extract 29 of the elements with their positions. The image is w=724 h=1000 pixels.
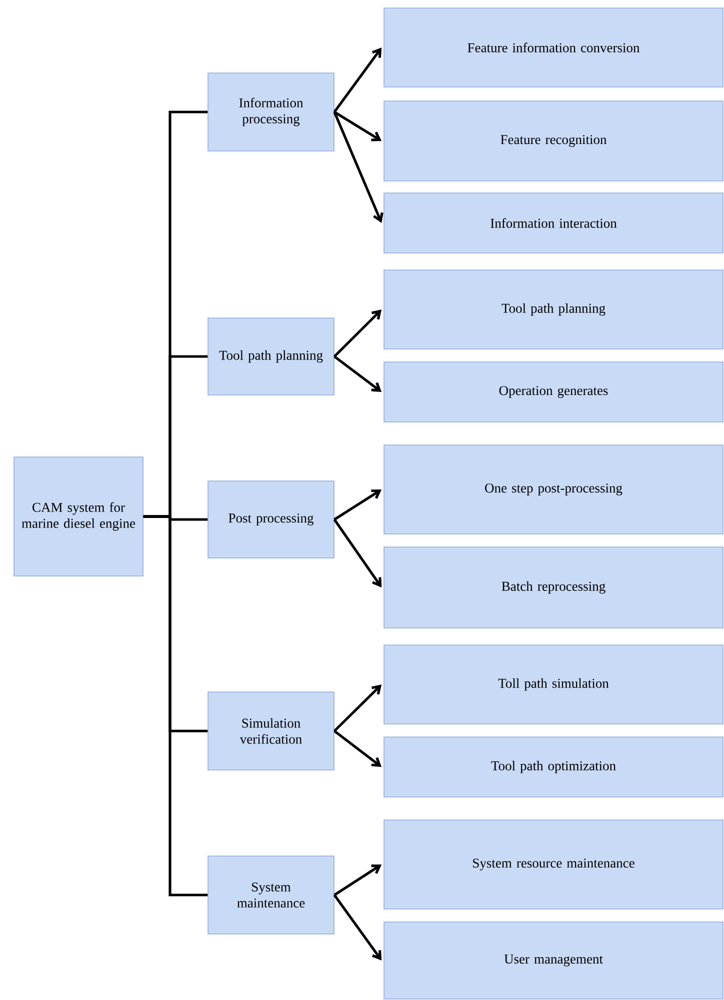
arrow — [333, 310, 382, 358]
category-box: System maintenance — [208, 856, 334, 934]
arrow — [334, 355, 382, 392]
function-box: Toll path simulation — [384, 644, 724, 724]
category-box: Post processing — [208, 480, 334, 558]
root-box: CAM system for marine diesel engine — [14, 456, 144, 576]
function-box: Operation generates — [384, 362, 724, 422]
function-box: Information interaction — [384, 192, 724, 254]
category-box: Tool path planning — [208, 318, 334, 396]
arrow — [334, 730, 382, 767]
arrow — [333, 48, 382, 113]
function-box: User management — [384, 922, 724, 1000]
category-box: Information processing — [208, 72, 334, 152]
function-box: Tool path optimization — [384, 736, 724, 798]
function-box: Tool path planning — [384, 270, 724, 350]
arrow — [333, 112, 384, 223]
category-box: Simulation verification — [208, 692, 334, 770]
connector-line — [143, 515, 208, 896]
arrow — [333, 518, 382, 588]
arrow — [334, 489, 382, 521]
function-box: One step post-processing — [384, 444, 724, 534]
arrow — [334, 110, 382, 142]
function-box: Batch reprocessing — [384, 546, 724, 628]
arrow — [334, 864, 382, 896]
function-box: Feature information conversion — [384, 8, 724, 88]
function-box: Feature recognition — [384, 100, 724, 182]
arrow — [334, 684, 382, 732]
function-box: System resource maintenance — [384, 820, 724, 910]
arrow — [333, 894, 382, 960]
